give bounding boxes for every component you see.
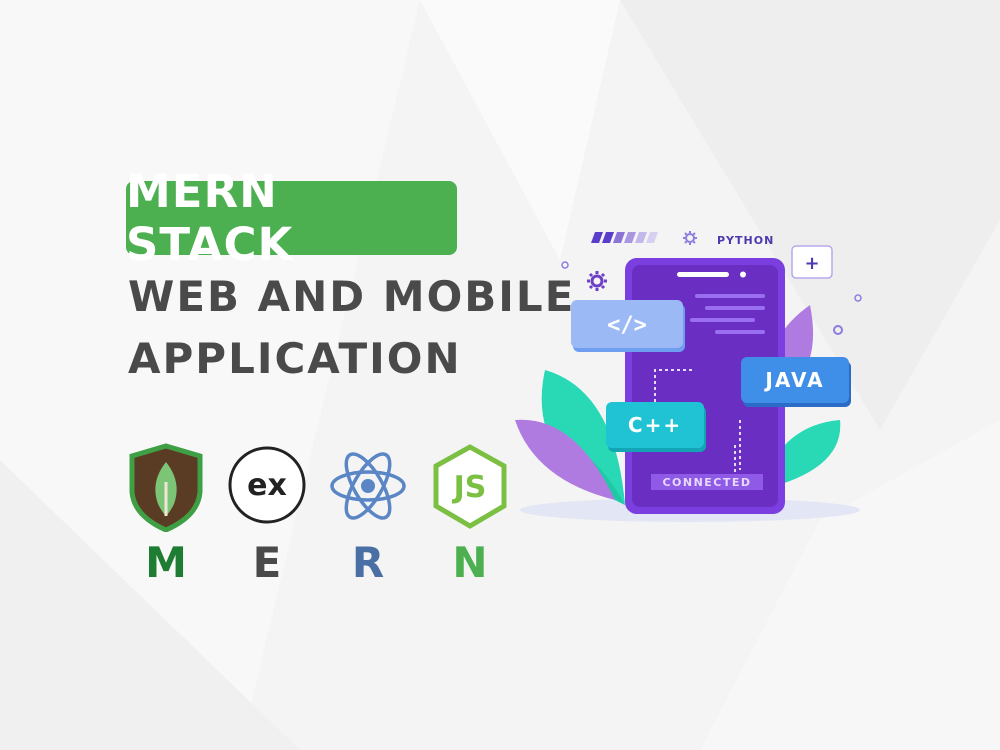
cpp-label: C++ — [628, 413, 682, 437]
connected-label: CONNECTED — [662, 476, 751, 489]
letter-e: E — [252, 538, 282, 587]
gear-icon — [587, 271, 607, 291]
express-logo-text: ex — [247, 467, 287, 503]
letter-n: N — [452, 538, 488, 587]
letter-m: M — [145, 538, 187, 587]
plus-label: + — [804, 253, 819, 274]
title-badge: MERN STACK — [126, 165, 457, 271]
headline-line-1: WEB AND MOBILE — [128, 272, 576, 321]
express-icon: ex — [227, 445, 307, 525]
python-label: PYTHON — [717, 234, 774, 247]
stripes-decoration — [591, 232, 658, 243]
headline-line-2: APPLICATION — [128, 334, 462, 383]
nodejs-icon: JS — [430, 442, 510, 532]
code-tag-label: </> — [607, 313, 647, 338]
nodejs-logo-text: JS — [453, 469, 487, 505]
small-gear-icon — [683, 231, 697, 245]
java-label: JAVA — [763, 368, 824, 392]
letter-r: R — [351, 538, 385, 587]
mongodb-leaf-icon — [129, 443, 203, 532]
react-atom-icon — [330, 452, 406, 520]
phone-illustration: CONNECTED </> JAVA C++ PYTHON + — [515, 231, 862, 522]
